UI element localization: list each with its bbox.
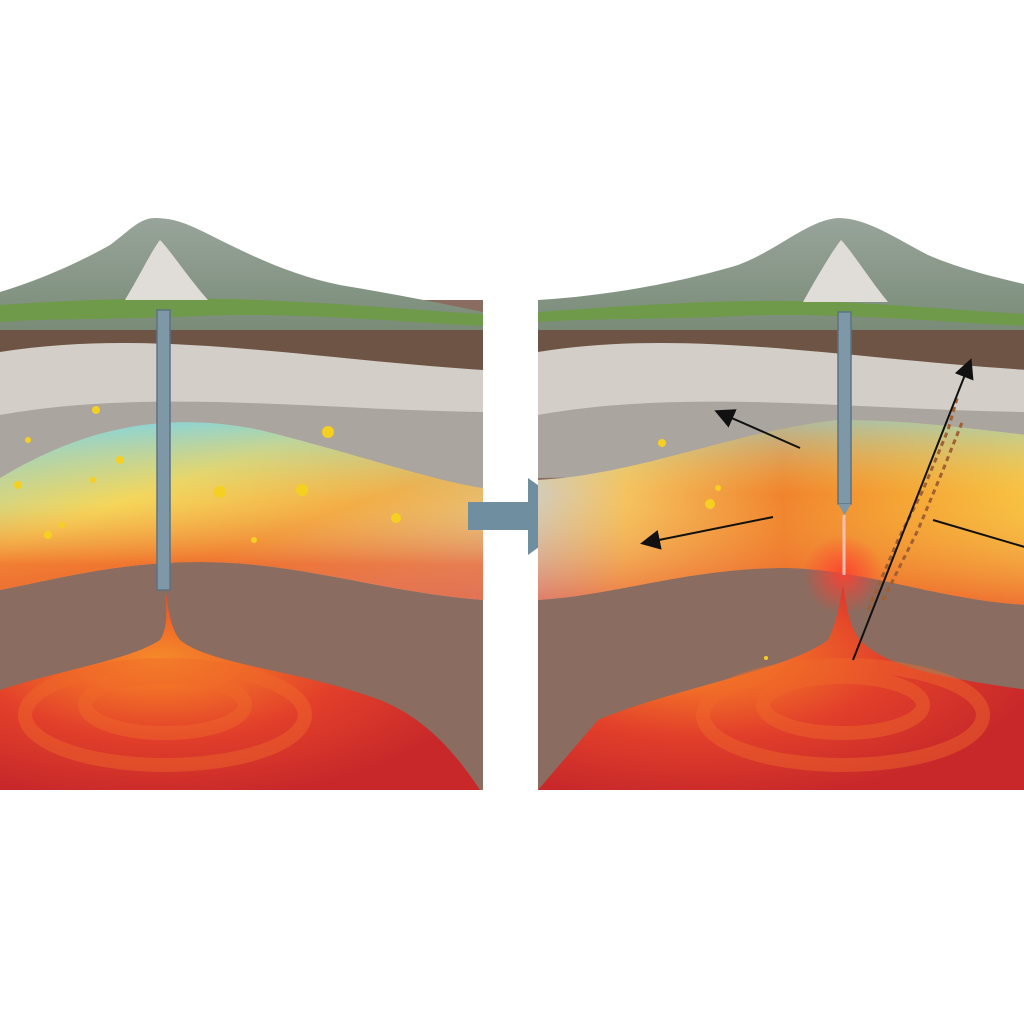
volcano-crater-ash (125, 240, 208, 300)
light-rock-layer (0, 342, 483, 415)
aquifer-heat-overlay (0, 422, 483, 600)
drill-bit (838, 504, 851, 515)
volcano-mountain (538, 218, 1024, 330)
volcano-crater-ash (803, 240, 888, 302)
right-flow-arrow (932, 519, 1024, 548)
magma-chamber (538, 585, 1024, 790)
magma-rings (18, 658, 312, 772)
upward-flow-arrow (852, 358, 974, 661)
panel-after (538, 218, 1024, 790)
magma-chamber (0, 588, 480, 790)
panel-before (0, 218, 483, 790)
grass-layer (0, 298, 483, 326)
fracture-zone (866, 394, 965, 611)
light-rock-layer (538, 342, 1024, 415)
magma-rings (696, 658, 990, 772)
mineral-particles (14, 406, 401, 543)
upper-left-flow-arrow (714, 409, 801, 449)
grass-layer (538, 300, 1024, 326)
mineral-particles (658, 439, 768, 660)
left-flow-arrow (640, 516, 774, 550)
well-pipe (156, 309, 171, 591)
well-pipe (837, 311, 852, 505)
